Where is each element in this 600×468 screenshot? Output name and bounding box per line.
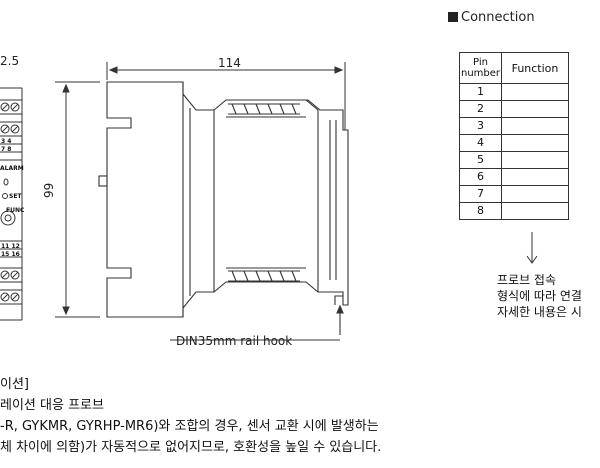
height-dimension	[55, 81, 100, 318]
partial-dim-label: 2.5	[0, 54, 20, 68]
panel-label-78: 7 8	[1, 146, 12, 153]
table-row: 7	[459, 185, 569, 203]
pin-number: 6	[459, 168, 502, 186]
pin-function	[501, 151, 569, 169]
pin-function	[501, 168, 569, 186]
table-row: 8	[459, 202, 569, 220]
pin-function	[501, 117, 569, 135]
height-dim-label: 99	[42, 182, 56, 198]
rail-hook-label: DIN35mm rail hook	[176, 334, 293, 348]
pin-number: 5	[459, 151, 502, 169]
table-row: 4	[459, 134, 569, 152]
pin-number: 1	[459, 83, 502, 101]
panel-label-1516: 15 16	[1, 251, 20, 258]
pin-function	[501, 100, 569, 118]
front-panel-view	[0, 87, 23, 321]
table-arrow	[526, 232, 538, 264]
panel-label-set: SET	[9, 193, 22, 200]
pin-number: 4	[459, 134, 502, 152]
description-text: 이션] 레이션 대응 프로브 -R, GYKMR, GYRHP-MR6)와 조합…	[0, 377, 382, 455]
function-header: Function	[501, 52, 569, 84]
table-row: 3	[459, 117, 569, 135]
square-bullet-icon	[448, 12, 458, 22]
panel-label-34: 3 4	[1, 138, 12, 145]
width-dim-label: 114	[218, 56, 241, 70]
pin-function	[501, 134, 569, 152]
pin-number-header: Pin number	[459, 52, 502, 84]
table-row: 2	[459, 100, 569, 118]
side-view-body	[98, 81, 349, 341]
pin-function	[501, 202, 569, 220]
connection-title: Connection	[448, 10, 535, 25]
panel-label-1112: 11 12	[1, 243, 20, 250]
pin-number: 8	[459, 202, 502, 220]
table-row: 6	[459, 168, 569, 186]
pin-function	[501, 83, 569, 101]
pin-table-header: Pin number Function	[459, 52, 569, 84]
width-dimension	[106, 62, 346, 130]
pin-number: 2	[459, 100, 502, 118]
table-row: 5	[459, 151, 569, 169]
panel-label-func: FUNC	[6, 207, 25, 214]
pin-table: Pin number Function 1 2 3 4 5 6 7 8	[459, 52, 569, 220]
pin-function	[501, 185, 569, 203]
pin-number: 7	[459, 185, 502, 203]
panel-label-alarm: ALARM	[0, 165, 24, 172]
probe-note: 프로브 접속 형식에 따라 연결 자세한 내용은 시	[497, 273, 582, 319]
pin-number: 3	[459, 117, 502, 135]
table-row: 1	[459, 83, 569, 101]
